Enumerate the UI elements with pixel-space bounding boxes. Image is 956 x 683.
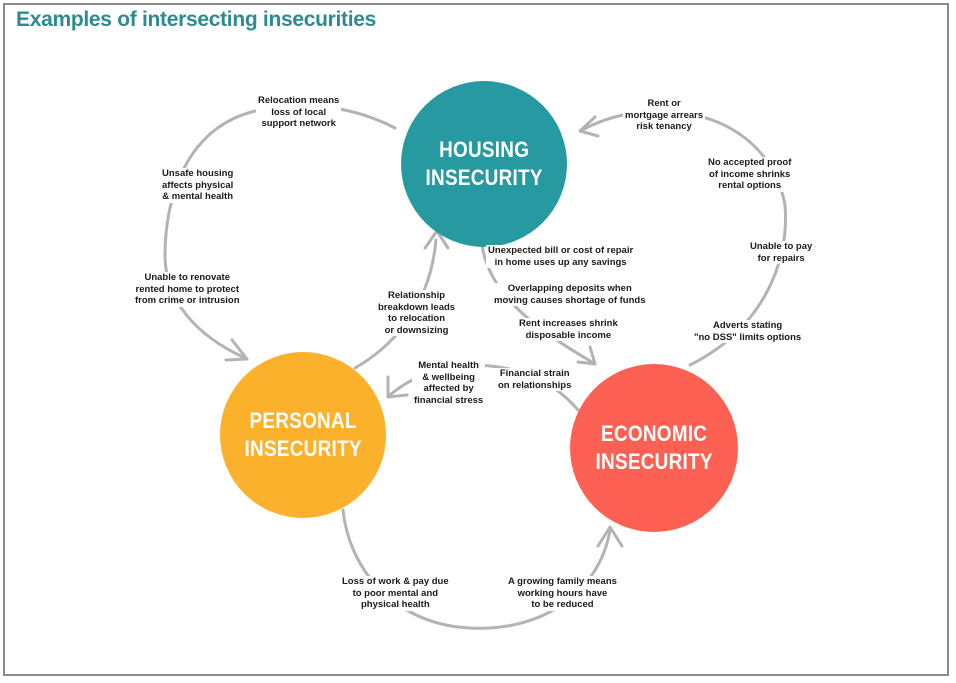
label-relationship: Relationship breakdown leads to relocati…	[376, 290, 458, 336]
label-growing-family: A growing family means working hours hav…	[506, 576, 619, 611]
housing-insecurity-label: HOUSING INSECURITY	[425, 137, 543, 190]
page-title: Examples of intersecting insecurities	[16, 8, 377, 31]
arrowhead-personal	[224, 338, 249, 362]
arrowhead-economic-top	[576, 345, 597, 366]
housing-insecurity-node: HOUSING INSECURITY	[401, 81, 567, 247]
label-unexpected-bill: Unexpected bill or cost of repair in hom…	[486, 245, 636, 268]
personal-insecurity-node: PERSONAL INSECURITY	[220, 352, 386, 518]
arrowhead-housing-right	[578, 115, 600, 138]
economic-insecurity-label: ECONOMIC INSECURITY	[595, 421, 713, 474]
label-relocation: Relocation means loss of local support n…	[256, 95, 342, 130]
label-mental-health: Mental health & wellbeing affected by fi…	[412, 360, 486, 406]
arrowhead-economic-bottom	[596, 525, 624, 548]
label-unable-renovate: Unable to renovate rented home to protec…	[133, 272, 242, 307]
label-no-proof: No accepted proof of income shrinks rent…	[706, 157, 794, 192]
personal-insecurity-label: PERSONAL INSECURITY	[244, 408, 362, 461]
label-rent-increases: Rent increases shrink disposable income	[517, 318, 620, 341]
arrow-personal-to-economic	[341, 508, 612, 630]
label-unsafe-housing: Unsafe housing affects physical & mental…	[160, 168, 236, 203]
arrow-housing-to-personal	[163, 104, 397, 360]
label-unable-pay: Unable to pay for repairs	[748, 241, 815, 264]
label-loss-of-work: Loss of work & pay due to poor mental an…	[340, 576, 451, 611]
label-rent-arrears: Rent or mortgage arrears risk tenancy	[623, 98, 706, 133]
label-overlapping: Overlapping deposits when moving causes …	[492, 283, 648, 306]
label-adverts: Adverts stating "no DSS" limits options	[692, 320, 804, 343]
economic-insecurity-node: ECONOMIC INSECURITY	[570, 364, 738, 532]
label-financial-strain: Financial strain on relationships	[496, 368, 574, 391]
arrowhead-personal-right	[386, 375, 409, 399]
